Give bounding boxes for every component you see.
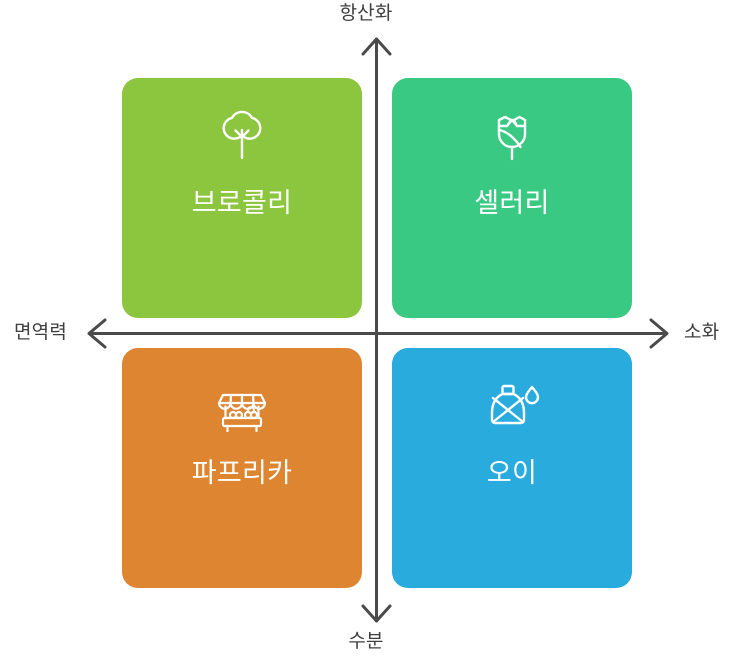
axis-label-left: 면역력 — [14, 322, 68, 343]
arrow-up-icon — [361, 37, 392, 56]
quadrant-card-bottom-right[interactable]: 오이 — [392, 348, 632, 588]
arrow-down-icon — [361, 604, 392, 623]
quadrant-title-bottom-left: 파프리카 — [191, 458, 293, 488]
quadrant-card-top-left[interactable]: 브로콜리 — [122, 78, 362, 318]
water-jug-icon — [480, 375, 544, 439]
quadrant-card-top-right[interactable]: 셀러리 — [392, 78, 632, 318]
quadrant-title-top-right: 셀러리 — [474, 188, 550, 218]
tree-icon — [210, 105, 274, 169]
axis-label-right: 소화 — [684, 322, 720, 343]
axis-label-top: 항산화 — [339, 3, 393, 24]
tulip-flower-icon — [480, 105, 544, 169]
market-stall-icon — [210, 375, 274, 439]
quadrant-title-top-left: 브로콜리 — [191, 188, 293, 218]
arrow-right-icon — [649, 318, 669, 349]
quadrant-title-bottom-right: 오이 — [486, 458, 538, 488]
arrow-left-icon — [87, 318, 107, 349]
quadrant-card-bottom-left[interactable]: 파프리카 — [122, 348, 362, 588]
axis-label-bottom: 수분 — [348, 631, 384, 652]
